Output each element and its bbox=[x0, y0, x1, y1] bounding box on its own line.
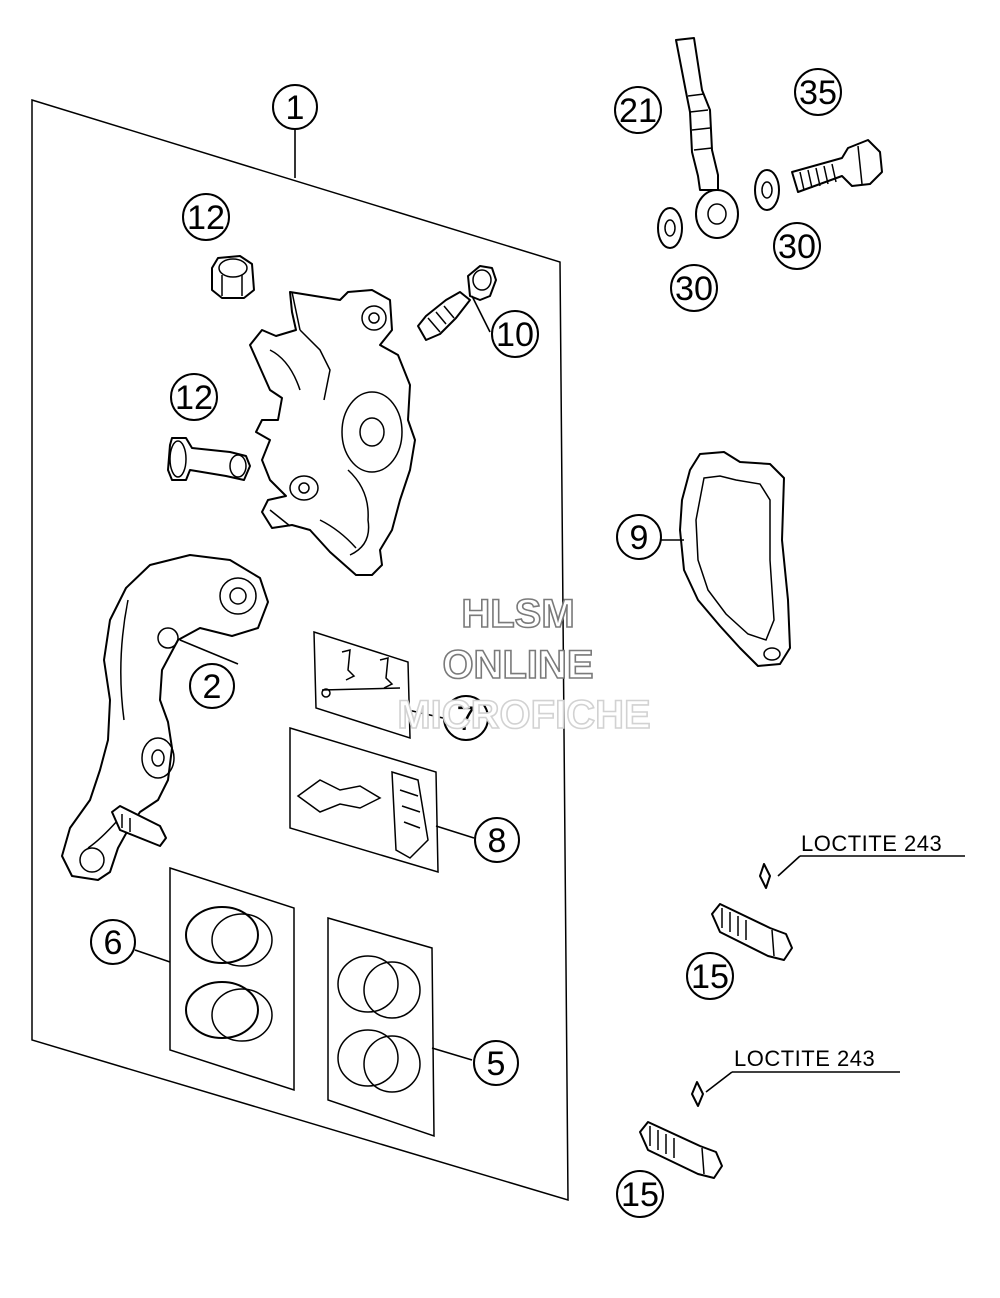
callout-9-label: 9 bbox=[630, 519, 649, 557]
part-6-pistons bbox=[169, 866, 295, 1092]
part-21-brake-line bbox=[675, 37, 739, 239]
callout-35-label: 35 bbox=[799, 74, 837, 112]
callout-5-label: 5 bbox=[487, 1045, 506, 1083]
part-12-nut bbox=[211, 255, 255, 299]
callout-9: 9 bbox=[616, 514, 662, 560]
loctite-drop-top bbox=[759, 863, 771, 889]
callout-6-label: 6 bbox=[104, 924, 123, 962]
callout-8: 8 bbox=[474, 817, 520, 863]
watermark: HLSM ONLINE MICROFICHE bbox=[397, 591, 652, 738]
callout-35: 35 bbox=[794, 68, 842, 116]
brake-caliper-body bbox=[249, 289, 416, 576]
callout-12-bottom-label: 12 bbox=[175, 379, 213, 417]
part-15-bolt-top bbox=[711, 863, 793, 961]
callout-15-bottom-label: 15 bbox=[621, 1176, 659, 1214]
part-5-seals bbox=[327, 917, 435, 1138]
callout-15-top: 15 bbox=[686, 952, 734, 1000]
callout-2: 2 bbox=[189, 663, 235, 709]
part-8-spring-kit bbox=[289, 726, 439, 874]
callout-15-bottom: 15 bbox=[616, 1170, 664, 1218]
callout-8-label: 8 bbox=[488, 822, 507, 860]
watermark-line-3: MICROFICHE bbox=[397, 693, 650, 737]
watermark-line-2: ONLINE bbox=[442, 643, 593, 687]
callout-30-right: 30 bbox=[773, 222, 821, 270]
part-35-banjo-bolt bbox=[791, 139, 883, 193]
part-30-washer-left bbox=[657, 207, 683, 249]
watermark-line-1: HLSM bbox=[461, 592, 574, 636]
callout-30-left-label: 30 bbox=[675, 270, 713, 308]
callout-12-bottom: 12 bbox=[170, 373, 218, 421]
loctite-note-bottom: LOCTITE 243 bbox=[734, 1046, 875, 1071]
assembly-panel bbox=[31, 98, 569, 1202]
part-10-bleeder bbox=[417, 265, 497, 341]
callout-21-label: 21 bbox=[619, 92, 657, 130]
callout-30-left: 30 bbox=[670, 264, 718, 312]
callout-21: 21 bbox=[614, 86, 662, 134]
callout-5: 5 bbox=[473, 1040, 519, 1086]
callout-1: 1 bbox=[272, 84, 318, 130]
callout-1-label: 1 bbox=[286, 89, 305, 127]
part-12-pin bbox=[167, 437, 251, 481]
callout-15-top-label: 15 bbox=[691, 958, 729, 996]
callout-10: 10 bbox=[491, 310, 539, 358]
part-7-pin-kit bbox=[313, 630, 411, 740]
leader-lines bbox=[134, 128, 965, 1093]
loctite-drop-bottom bbox=[691, 1081, 704, 1107]
callout-2-label: 2 bbox=[203, 668, 222, 706]
callout-30-right-label: 30 bbox=[778, 228, 816, 266]
callout-12-top-label: 12 bbox=[187, 199, 225, 237]
part-9-brake-pad bbox=[679, 451, 791, 667]
part-15-bolt-bottom bbox=[639, 1081, 723, 1179]
callout-7: 7 bbox=[443, 695, 489, 741]
part-30-washer-right bbox=[754, 169, 780, 211]
callout-6: 6 bbox=[90, 919, 136, 965]
callout-7-label: 7 bbox=[457, 700, 476, 738]
callout-10-label: 10 bbox=[496, 316, 534, 354]
callout-12-top: 12 bbox=[182, 193, 230, 241]
loctite-note-top: LOCTITE 243 bbox=[801, 831, 942, 856]
part-2-bracket bbox=[61, 554, 269, 881]
